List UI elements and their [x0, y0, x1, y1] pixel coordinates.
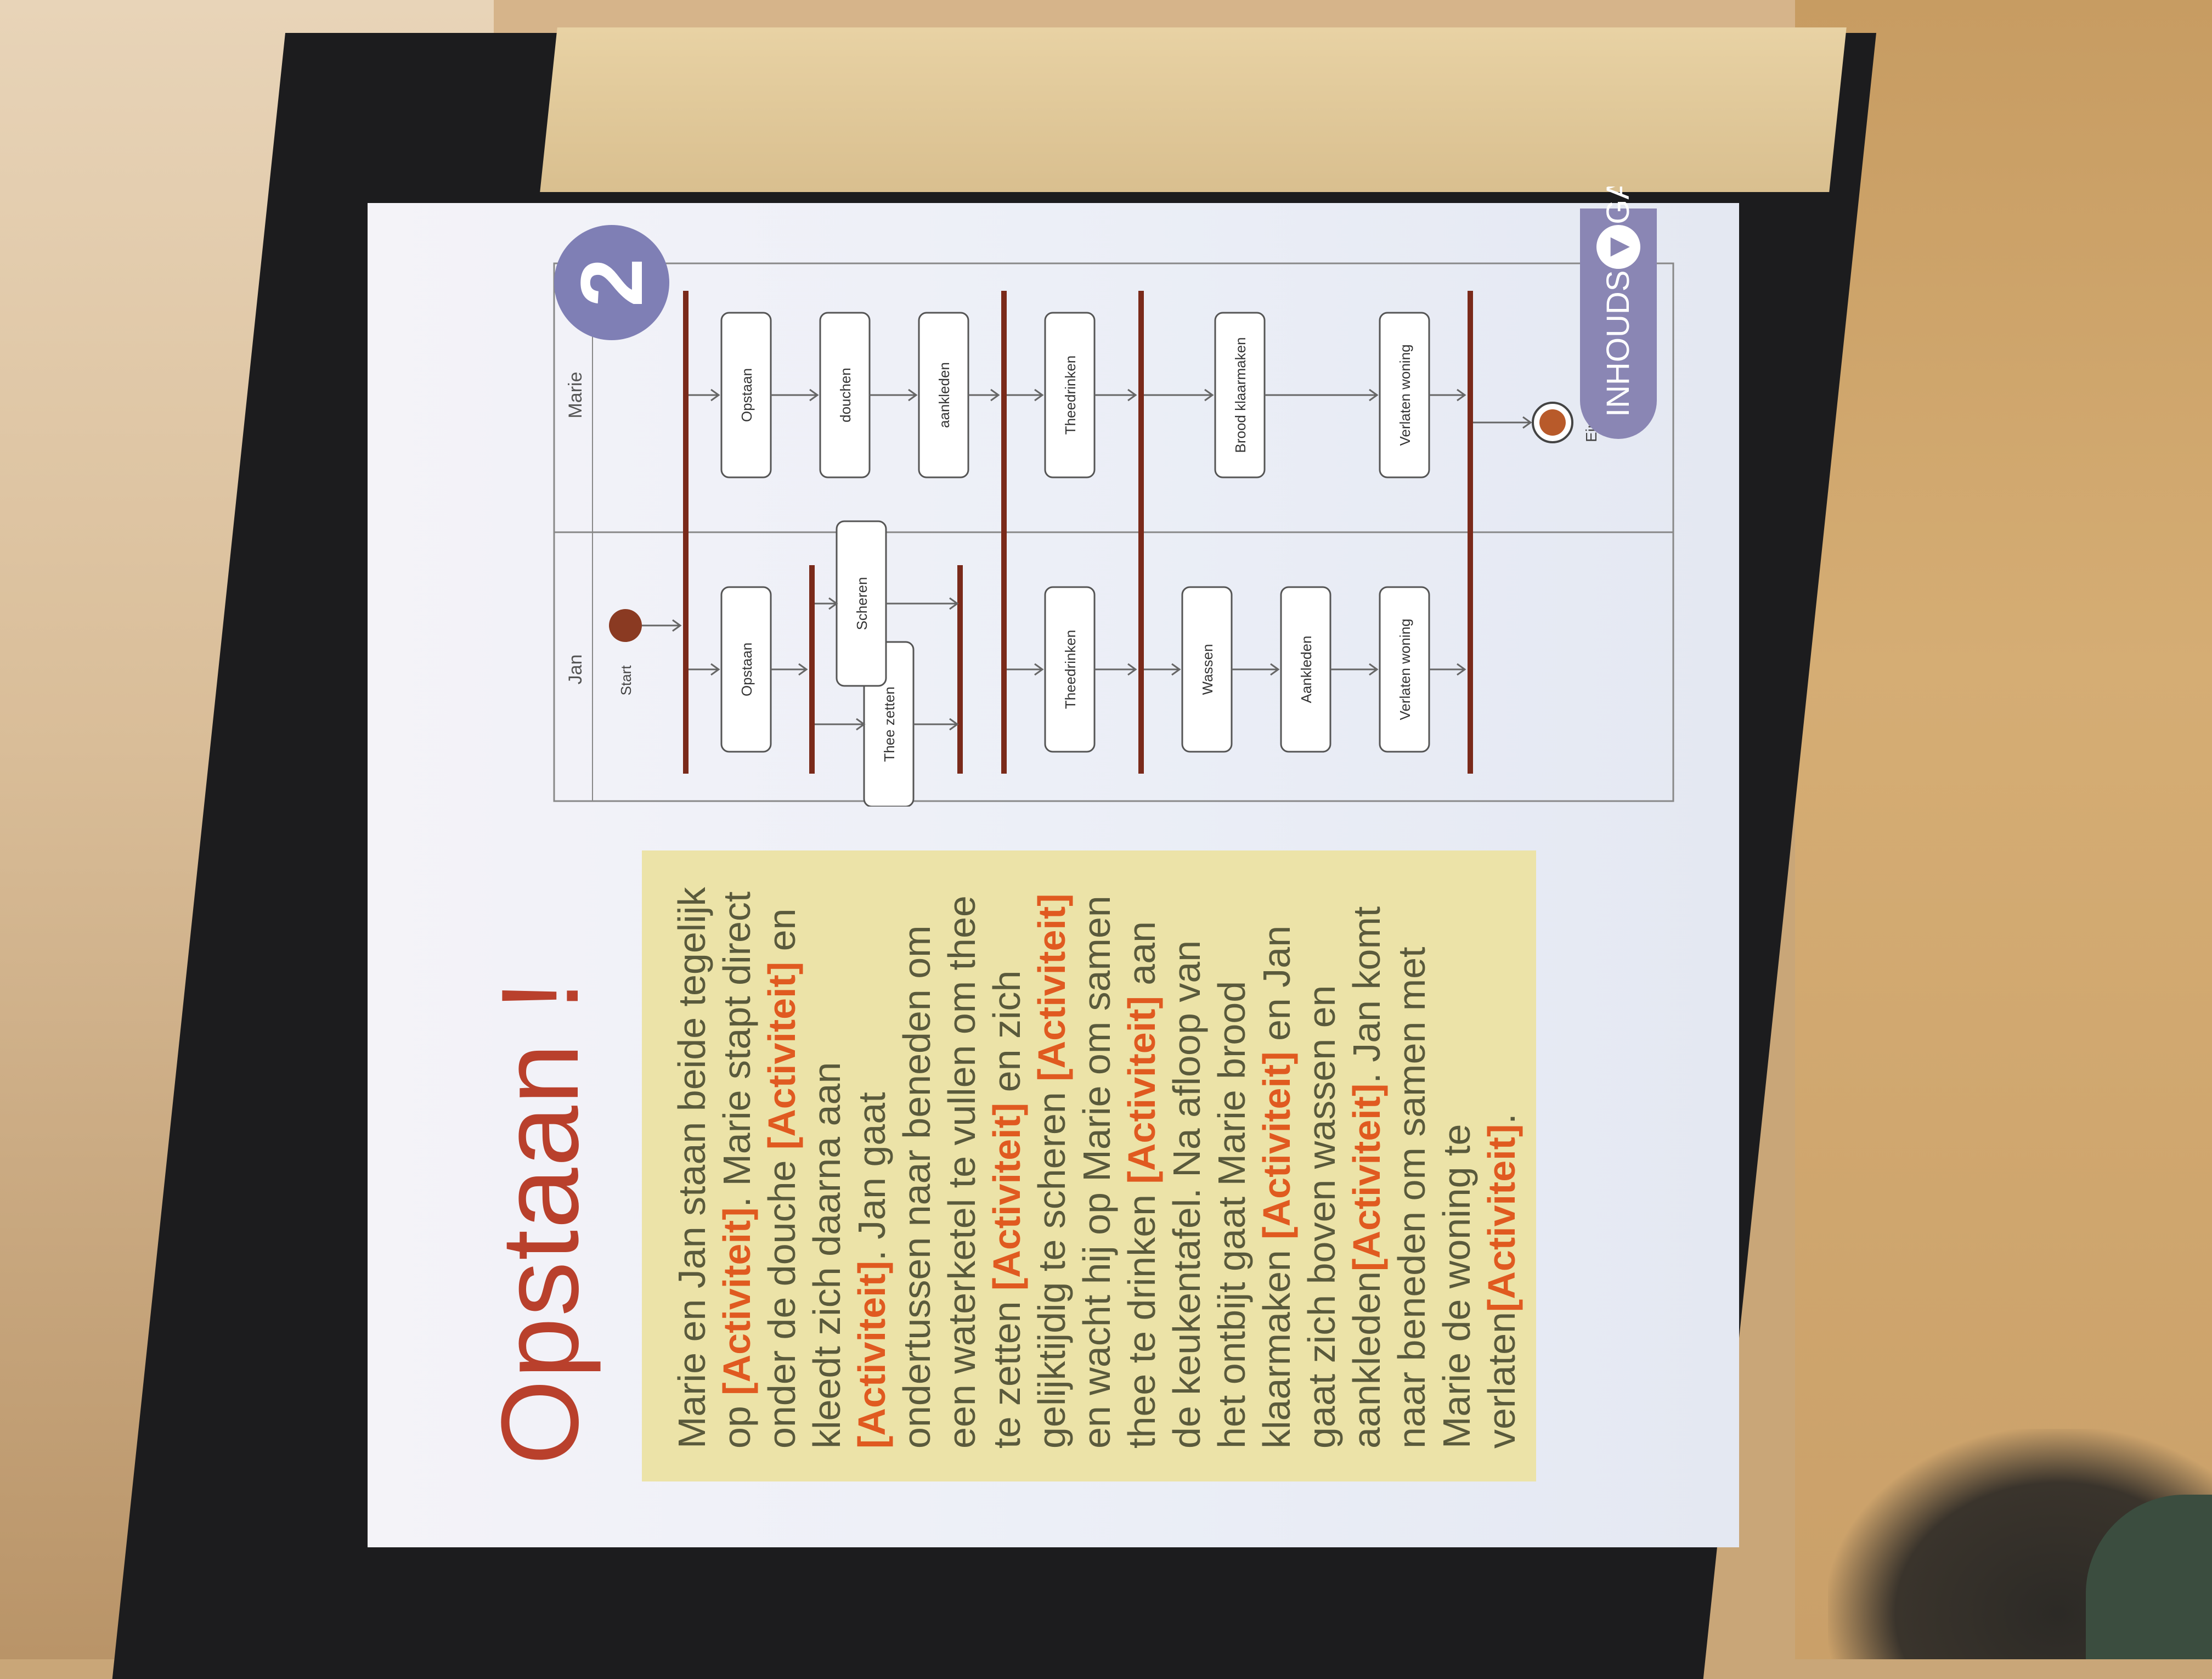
- toc-button-label: INHOUDSOPGAVE: [1600, 187, 1636, 417]
- arrow-m7-head: [1204, 388, 1214, 402]
- arrow-m8-head: [1369, 388, 1379, 402]
- slide: Opstaan ! Marie en Jan staan beide tegel…: [368, 187, 1739, 1547]
- node-jan-verlaten-woning: Verlaten woning: [1397, 618, 1413, 720]
- arrow-start-head: [672, 619, 682, 632]
- story-text: .: [1480, 1113, 1523, 1124]
- arrow-end-head: [1522, 416, 1532, 429]
- node-jan-opstaan: Opstaan: [738, 643, 755, 696]
- slide-title: Opstaan !: [479, 979, 601, 1465]
- arrow-j12-head: [1457, 663, 1466, 676]
- activity-placeholder: [Activiteit]: [1345, 1083, 1388, 1271]
- node-jan-scheren: Scheren: [854, 577, 870, 630]
- node-jan-wassen: Wassen: [1199, 644, 1216, 695]
- start-node: [609, 609, 642, 642]
- arrow-m5-head: [1034, 388, 1044, 402]
- arrow-m1-head: [710, 388, 720, 402]
- activity-placeholder: [Activiteit]: [760, 961, 803, 1150]
- arrow-j11-head: [1369, 663, 1379, 676]
- activity-placeholder: [Activiteit]: [1255, 1051, 1298, 1239]
- node-marie-aankleden: aankleden: [936, 362, 952, 428]
- activity-placeholder: [Activiteit]: [985, 1102, 1028, 1291]
- arrow-j9-head: [1171, 663, 1181, 676]
- node-jan-thee-zetten: Thee zetten: [881, 686, 898, 762]
- arrow-m9-head: [1457, 388, 1466, 402]
- node-marie-verlaten-woning: Verlaten woning: [1397, 344, 1413, 446]
- arrow-j4-head: [828, 597, 838, 610]
- lane-label-marie: Marie: [565, 371, 586, 418]
- slide-number-badge: 2: [554, 225, 669, 340]
- fork-bar-1: [683, 291, 689, 774]
- node-marie-douchen: douchen: [837, 368, 854, 422]
- arrow-j8-head: [1127, 663, 1137, 676]
- node-marie-opstaan: Opstaan: [738, 368, 755, 422]
- screen-top-glow: [540, 27, 1847, 192]
- activity-placeholder: [Activiteit]: [715, 1207, 758, 1395]
- activity-placeholder: [Activiteit]: [1480, 1124, 1523, 1312]
- toc-button[interactable]: INHOUDSOPGAVE ▼: [1580, 187, 1657, 439]
- node-marie-theedrinken: Theedrinken: [1062, 356, 1079, 435]
- arrow-down-icon: ▼: [1596, 225, 1640, 269]
- end-node-inner: [1539, 409, 1566, 436]
- lane-label-jan: Jan: [565, 655, 586, 685]
- arrow-j7-head: [1034, 663, 1044, 676]
- wall-right: [1795, 0, 2212, 1659]
- sync-bar-3: [1138, 291, 1144, 774]
- join-bar-final: [1468, 291, 1473, 774]
- node-jan-theedrinken: Theedrinken: [1062, 630, 1079, 709]
- arrow-j3-head: [856, 718, 866, 731]
- start-label: Start: [618, 665, 634, 696]
- node-jan-aankleden: Aankleden: [1298, 636, 1314, 703]
- fork-bar-jan: [809, 565, 815, 774]
- projected-slide-area: Opstaan ! Marie en Jan staan beide tegel…: [351, 187, 1756, 1569]
- join-bar-jan: [957, 565, 963, 774]
- arrow-j1-head: [710, 663, 720, 676]
- activity-placeholder: [Activiteit]: [850, 1260, 893, 1449]
- sync-bar-2: [1001, 291, 1007, 774]
- arrow-j5-head: [949, 718, 959, 731]
- slide-content: Opstaan ! Marie en Jan staan beide tegel…: [368, 187, 1739, 1547]
- arrow-m6-head: [1127, 388, 1137, 402]
- arrow-m4-head: [990, 388, 1000, 402]
- arrow-j6-head: [949, 597, 959, 610]
- arrow-j2-head: [798, 663, 808, 676]
- activity-placeholder: [Activiteit]: [1030, 893, 1073, 1081]
- node-marie-brood-klaarmaken: Brood klaarmaken: [1232, 337, 1249, 453]
- arrow-j10-head: [1270, 663, 1280, 676]
- activity-placeholder: [Activiteit]: [1120, 996, 1163, 1184]
- arrow-m2-head: [809, 388, 819, 402]
- arrow-m3-head: [908, 388, 918, 402]
- story-text-box: Marie en Jan staan beide tegelijk op [Ac…: [642, 850, 1536, 1481]
